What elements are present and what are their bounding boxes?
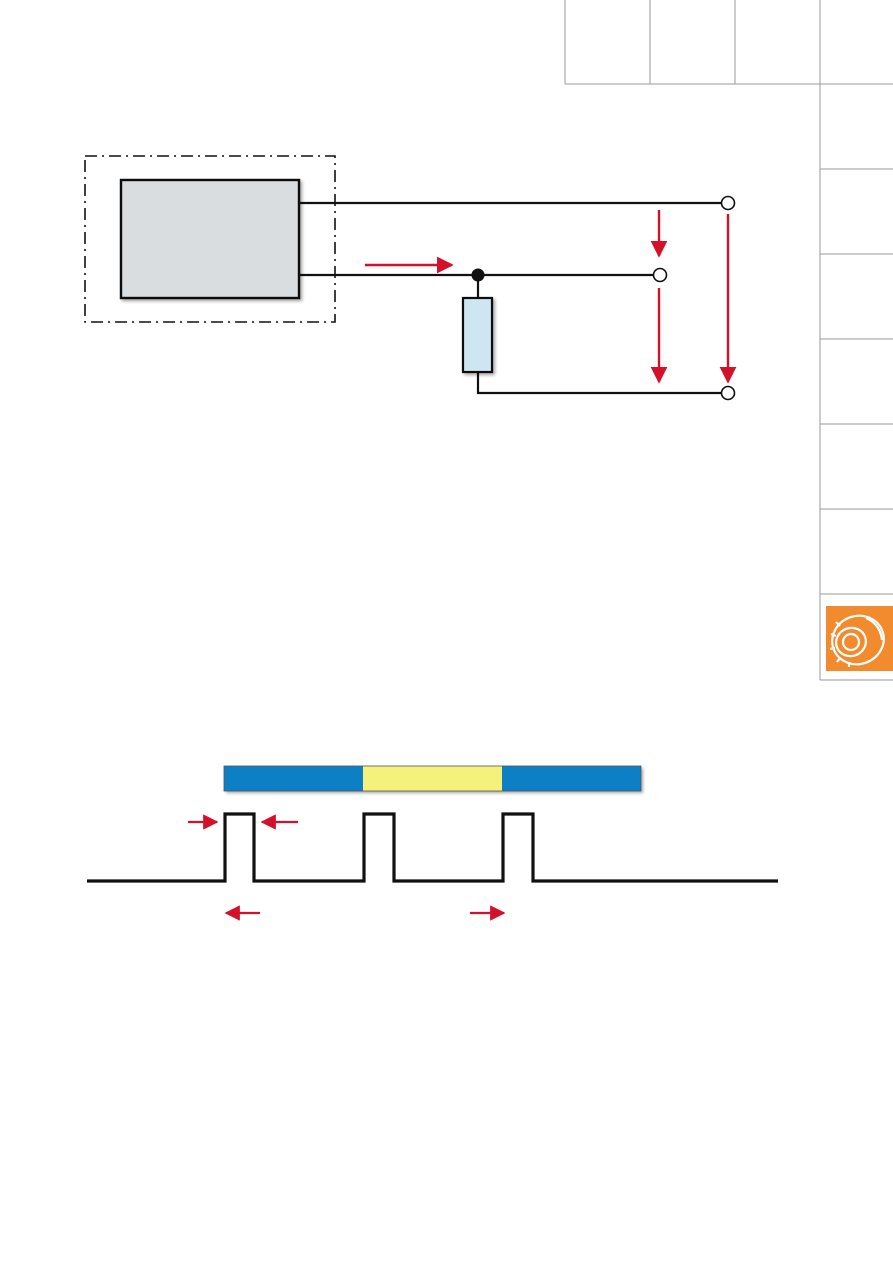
terminal-ground — [720, 385, 736, 401]
sensor-housing-outline — [84, 155, 336, 323]
encoder-bar — [224, 766, 641, 791]
sensor-block — [119, 178, 301, 300]
pulse-diagram — [87, 765, 778, 921]
terminal-supply — [720, 195, 736, 211]
bar-segment-blue — [224, 766, 363, 791]
bar-segment-yellow — [363, 766, 502, 791]
ground-wire — [476, 372, 722, 395]
junction-node — [471, 268, 485, 282]
terminal-signal — [652, 267, 668, 283]
bearing-icon — [826, 606, 893, 671]
page-index-grid — [564, 0, 893, 681]
pulse-waveform — [87, 812, 778, 883]
bar-segment-blue — [502, 766, 641, 791]
resistor — [461, 296, 494, 374]
circuit-diagram — [84, 155, 737, 401]
